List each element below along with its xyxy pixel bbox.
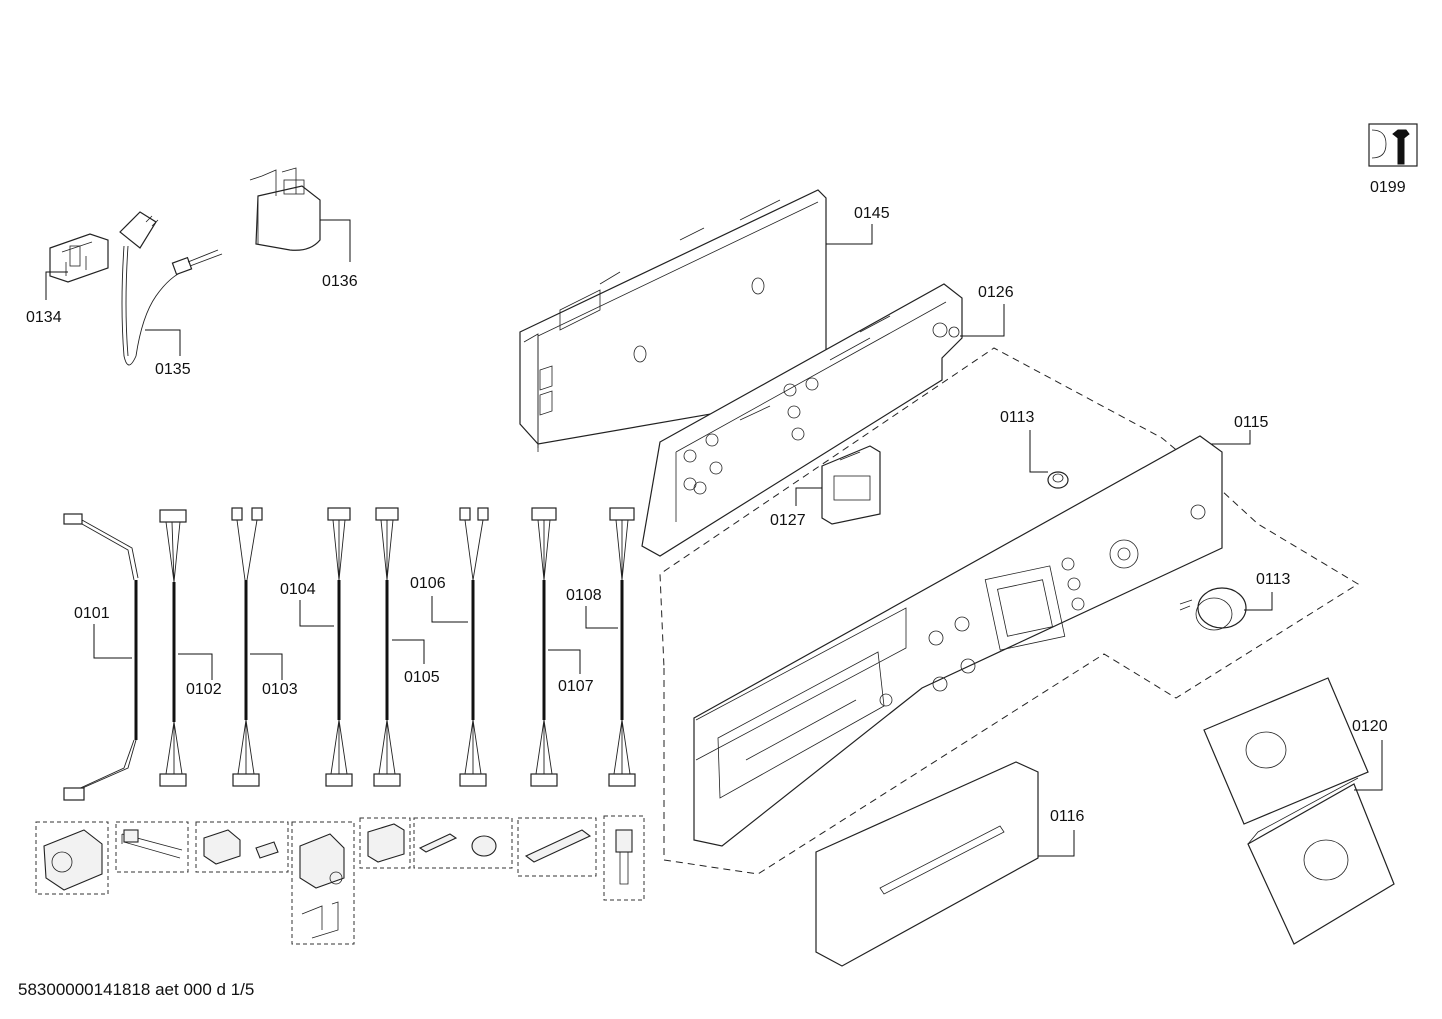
control-module-housing-0145: [519, 189, 827, 452]
part-label-0102: 0102: [186, 681, 222, 698]
cable-clip-0134: [49, 233, 109, 283]
part-label-0127: 0127: [770, 512, 806, 529]
part-label-0136: 0136: [322, 273, 358, 290]
interference-filter-0136: [249, 167, 321, 251]
part-label-0108: 0108: [566, 587, 602, 604]
part-label-0107: 0107: [558, 678, 594, 695]
detergent-drawer-handle-0116: [815, 761, 1039, 967]
component-pump: [291, 821, 355, 945]
part-label-0113-top: 0113: [1000, 409, 1035, 426]
part-label-0105: 0105: [404, 669, 440, 686]
circuit-board-0126: [641, 283, 963, 557]
part-label-0120: 0120: [1352, 718, 1388, 735]
knob-0113-right: [1179, 587, 1247, 631]
wire-harness-0103: [231, 507, 263, 787]
wire-harness-0102: [159, 509, 187, 787]
part-label-0134: 0134: [26, 309, 62, 326]
power-cord-0135: [119, 211, 223, 366]
component-pcb: [517, 817, 597, 877]
part-label-0199: 0199: [1370, 179, 1406, 196]
knob-0113-top: [1047, 471, 1069, 489]
part-label-0106: 0106: [410, 575, 446, 592]
wire-harness-0104: [325, 507, 353, 787]
cover-plates-0120: [1203, 677, 1395, 945]
wrench-icon: [1368, 123, 1418, 167]
component-motor: [35, 821, 109, 895]
wire-harness-0107: [530, 507, 558, 787]
component-valve: [195, 821, 289, 873]
control-panel-fascia-0115: [693, 435, 1223, 847]
component-sensor-tube: [603, 815, 645, 901]
part-label-0116: 0116: [1050, 808, 1085, 825]
component-sensors: [413, 817, 513, 869]
wire-harness-0108: [608, 507, 636, 787]
part-label-0145: 0145: [854, 205, 890, 222]
wire-harness-0101: [63, 513, 139, 801]
component-heater: [115, 821, 189, 873]
part-label-0113-right: 0113: [1256, 571, 1291, 588]
component-switch: [359, 817, 411, 869]
document-footer-id: 58300000141818 aet 000 d 1/5: [18, 980, 255, 999]
wire-harness-0106: [459, 507, 489, 787]
part-label-0115: 0115: [1234, 414, 1269, 431]
part-label-0101: 0101: [74, 605, 110, 622]
part-label-0103: 0103: [262, 681, 298, 698]
part-label-0135: 0135: [155, 361, 191, 378]
display-module-0127: [821, 445, 881, 525]
part-label-0126: 0126: [978, 284, 1014, 301]
wire-harness-0105: [373, 507, 401, 787]
part-label-0104: 0104: [280, 581, 316, 598]
